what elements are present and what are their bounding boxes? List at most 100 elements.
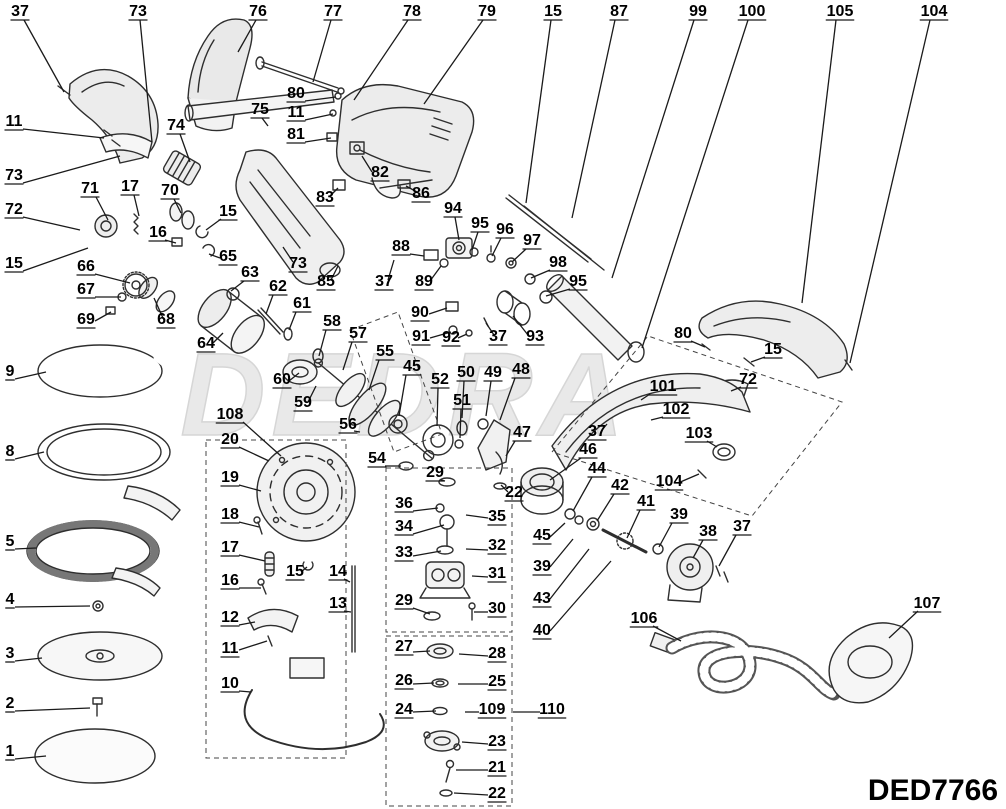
part-label-57: 57 xyxy=(349,325,367,342)
part-label-105: 105 xyxy=(827,3,854,20)
leader-line xyxy=(95,196,109,221)
part-label-75: 75 xyxy=(251,101,269,118)
leader-line xyxy=(461,741,489,745)
part-label-55: 55 xyxy=(376,343,394,360)
leader-line xyxy=(237,19,257,53)
leader-line xyxy=(312,19,332,83)
part-label-67: 67 xyxy=(77,281,95,298)
leader-line xyxy=(14,707,91,712)
leader-line xyxy=(730,386,742,392)
leader-line xyxy=(677,473,700,484)
part-label-9: 9 xyxy=(6,363,15,380)
leader-line xyxy=(368,359,380,391)
leader-line xyxy=(549,560,612,632)
part-label-56: 56 xyxy=(339,416,357,433)
leader-line xyxy=(471,231,479,251)
part-label-1: 1 xyxy=(6,743,15,760)
part-label-62: 62 xyxy=(269,278,287,295)
part-label-37: 37 xyxy=(588,423,606,440)
part-label-29: 29 xyxy=(426,464,444,481)
leader-line xyxy=(139,19,153,143)
part-label-33: 33 xyxy=(395,544,413,561)
part-label-103: 103 xyxy=(686,425,713,442)
leader-line xyxy=(423,19,484,105)
part-label-94: 94 xyxy=(444,200,462,217)
leader-line xyxy=(387,259,395,281)
part-label-23: 23 xyxy=(488,733,506,750)
leader-line xyxy=(265,294,274,315)
part-label-80: 80 xyxy=(674,325,692,342)
part-label-93: 93 xyxy=(526,328,544,345)
part-label-15: 15 xyxy=(5,255,23,272)
leader-line xyxy=(304,137,332,143)
leader-line xyxy=(342,341,353,371)
leader-line xyxy=(549,522,566,538)
part-label-38: 38 xyxy=(699,523,717,540)
guide-rods xyxy=(505,194,605,271)
leader-line xyxy=(173,198,182,214)
part-label-40: 40 xyxy=(533,622,551,639)
part-label-42: 42 xyxy=(611,477,629,494)
leader-line xyxy=(133,194,140,217)
part-label-100: 100 xyxy=(739,3,766,20)
part-label-36: 36 xyxy=(395,495,413,512)
part-label-64: 64 xyxy=(197,335,215,352)
part-label-81: 81 xyxy=(287,126,305,143)
parts-drawing xyxy=(26,18,914,797)
part-label-72: 72 xyxy=(739,371,757,388)
part-label-58: 58 xyxy=(323,313,341,330)
part-label-44: 44 xyxy=(588,460,606,477)
part-label-30: 30 xyxy=(488,600,506,617)
part-label-52: 52 xyxy=(431,371,449,388)
part-label-51: 51 xyxy=(453,392,471,409)
aux-handle-left xyxy=(57,68,159,164)
part-label-73: 73 xyxy=(5,167,23,184)
part-label-86: 86 xyxy=(412,185,430,202)
gear-housing xyxy=(235,149,345,285)
leader-line xyxy=(436,387,439,427)
leader-line xyxy=(238,690,252,693)
leader-line xyxy=(596,493,615,522)
leader-line xyxy=(750,356,766,363)
part-label-61: 61 xyxy=(293,295,311,312)
leader-line xyxy=(22,247,89,272)
leader-line xyxy=(94,273,131,284)
small-parts-cluster xyxy=(332,141,553,337)
part-label-11: 11 xyxy=(288,104,305,121)
part-label-98: 98 xyxy=(549,254,567,271)
leader-line xyxy=(888,610,919,639)
part-label-76: 76 xyxy=(249,3,267,20)
leader-line xyxy=(465,548,489,551)
part-label-22: 22 xyxy=(488,785,506,802)
leader-line xyxy=(22,128,105,139)
part-label-72: 72 xyxy=(5,201,23,218)
leader-line xyxy=(330,265,339,281)
leader-line xyxy=(179,133,191,163)
leader-line xyxy=(242,421,282,457)
part-label-101: 101 xyxy=(650,378,677,395)
leader-line xyxy=(353,430,361,433)
part-label-79: 79 xyxy=(478,3,496,20)
leader-line xyxy=(14,605,91,608)
leader-line xyxy=(343,578,351,583)
leader-line xyxy=(457,333,468,339)
leader-line xyxy=(849,19,931,364)
leader-line xyxy=(549,538,574,568)
part-label-3: 3 xyxy=(6,645,15,662)
leader-line xyxy=(429,265,442,282)
part-label-5: 5 xyxy=(6,533,15,550)
leader-line xyxy=(238,484,262,492)
part-label-90: 90 xyxy=(411,304,429,321)
part-label-82: 82 xyxy=(371,164,389,181)
leader-line xyxy=(640,393,651,401)
leader-line xyxy=(22,216,81,231)
leader-line xyxy=(485,380,492,417)
part-label-108: 108 xyxy=(217,406,244,423)
backing-plate xyxy=(256,442,356,542)
part-label-34: 34 xyxy=(395,518,413,535)
leader-line xyxy=(485,322,495,336)
part-label-89: 89 xyxy=(415,273,433,290)
leader-line xyxy=(549,457,582,481)
